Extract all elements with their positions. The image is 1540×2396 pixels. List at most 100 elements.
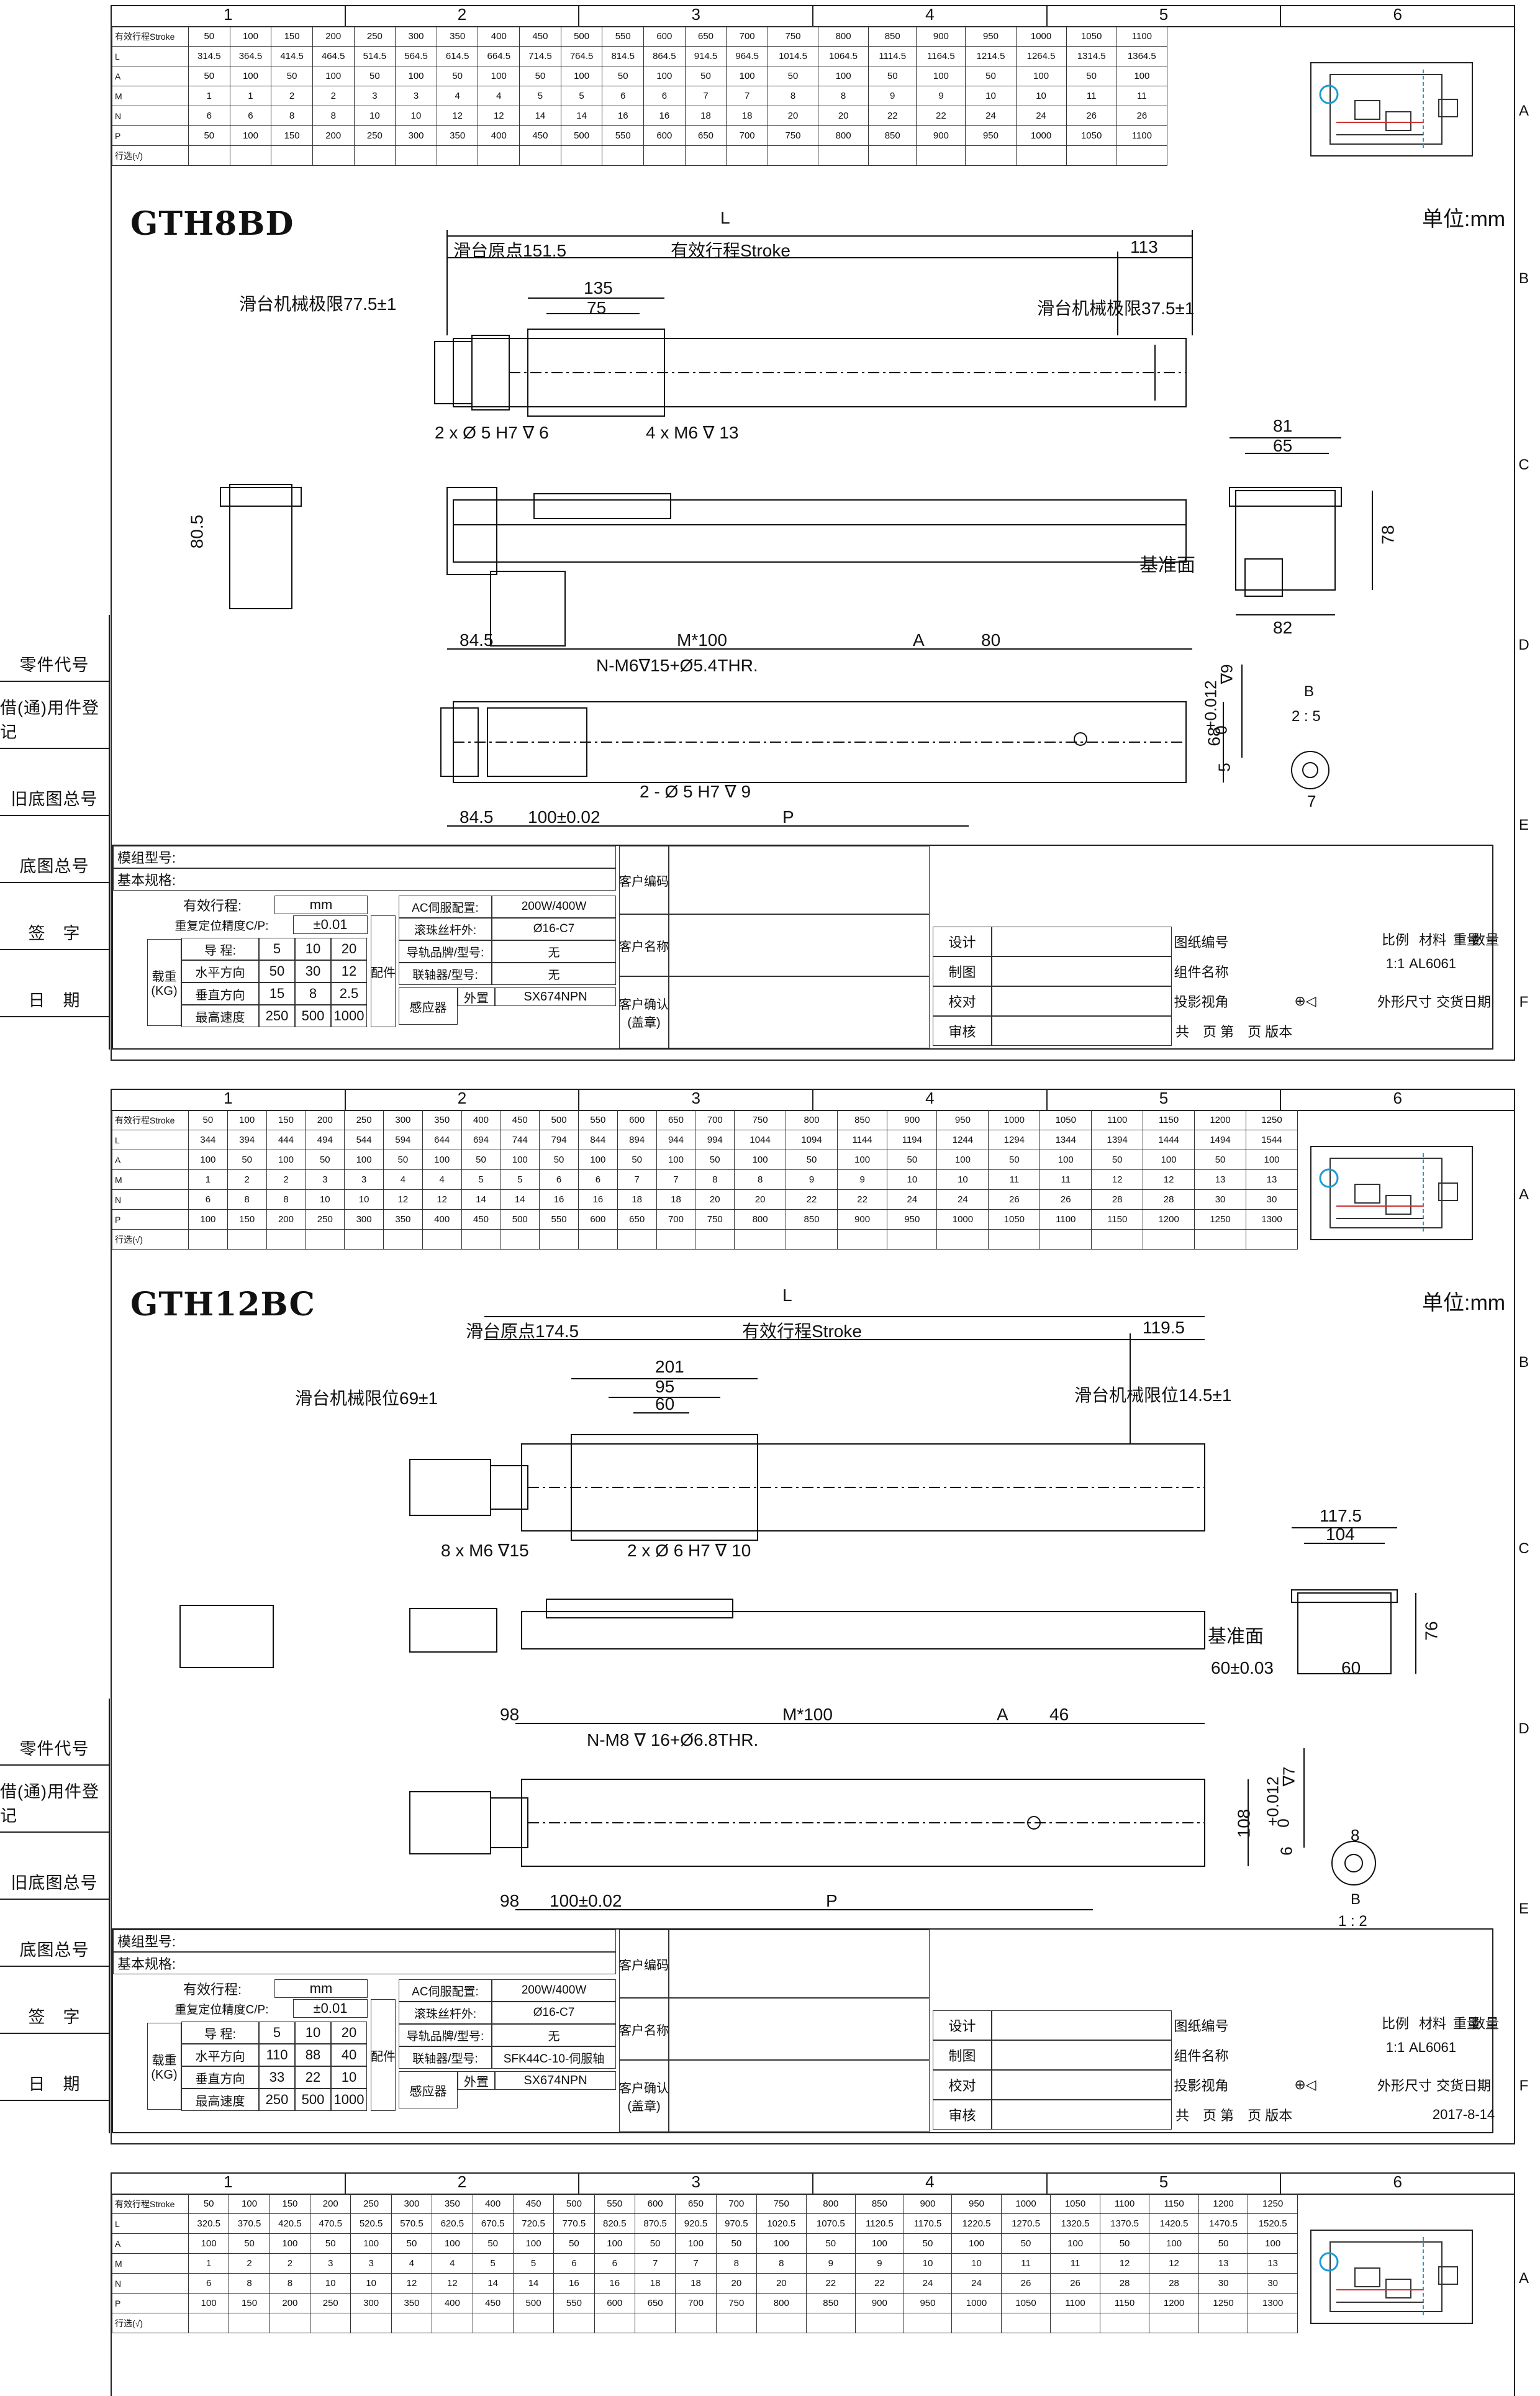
spec-cell: 1250 [1246,1110,1298,1130]
spec-cell: 464.5 [312,46,355,66]
spec-cell[interactable] [1116,145,1168,166]
load-value: 40 [331,2044,367,2066]
spec-cell[interactable] [887,1229,938,1250]
spec-cell[interactable] [684,145,727,166]
dim-m100: M*100 [782,1705,833,1724]
spec-cell[interactable] [695,1229,735,1250]
spec-cell[interactable] [269,2313,311,2333]
spec-row-label: P [112,2293,189,2313]
scale-value: 1:1 [1385,2040,1405,2055]
spec-cell[interactable] [512,2313,555,2333]
spec-cell: 50 [461,1150,501,1170]
spec-cell[interactable] [422,1229,462,1250]
spec-cell[interactable] [553,2313,595,2333]
spec-cell[interactable] [305,1229,345,1250]
spec-cell[interactable] [1198,2313,1249,2333]
spec-cell[interactable] [350,2313,392,2333]
spec-cell[interactable] [1015,145,1067,166]
spec-cell[interactable] [229,2313,270,2333]
spec-cell: 12 [1091,1169,1144,1190]
spec-cell[interactable] [478,145,520,166]
spec-cell[interactable] [1066,145,1117,166]
spec-cell[interactable] [936,1229,989,1250]
spec-cell[interactable] [383,1229,423,1250]
spec-cell[interactable] [312,145,355,166]
spec-cell: 200 [310,2194,351,2214]
spec-cell[interactable] [1091,1229,1144,1250]
spec-cell[interactable] [868,145,917,166]
spec-cell[interactable] [965,145,1017,166]
spec-cell[interactable] [500,1229,540,1250]
spec-cell[interactable] [1050,2313,1100,2333]
spec-cell[interactable] [675,2313,717,2333]
spec-cell[interactable] [271,145,313,166]
spec-cell[interactable] [594,2313,635,2333]
dim-a2: 80 [981,630,1001,650]
spec-cell[interactable] [1099,2313,1150,2333]
spec-cell: 11 [1050,2253,1100,2274]
spec-cell[interactable] [188,2313,230,2333]
spec-cell[interactable] [602,145,645,166]
spec-cell[interactable] [461,1229,501,1250]
sensor-ext: 外置 [458,2071,495,2090]
spec-cell[interactable] [344,1229,384,1250]
spec-cell: 900 [916,26,966,47]
col-label: 4 [812,5,1046,26]
spec-cell: 300 [344,1209,384,1230]
spec-cell: 18 [675,2273,717,2294]
spec-cell[interactable] [1143,1229,1195,1250]
spec-cell[interactable] [188,145,230,166]
spec-cell[interactable] [1149,2313,1199,2333]
spec-cell: 26 [1066,106,1117,126]
spec-cell[interactable] [855,2313,904,2333]
spec-cell: 650 [675,2194,717,2214]
spec-cell[interactable] [634,2313,676,2333]
spec-cell[interactable] [1246,1229,1298,1250]
spec-cell[interactable] [519,145,561,166]
spec-cell[interactable] [617,1229,657,1250]
spec-cell[interactable] [656,1229,696,1250]
spec-cell[interactable] [786,1229,838,1250]
spec-cell: 450 [512,2194,555,2214]
spec-cell[interactable] [353,145,396,166]
spec-cell[interactable] [1040,1229,1092,1250]
spec-cell[interactable] [395,145,437,166]
spec-cell[interactable] [1194,1229,1246,1250]
spec-cell[interactable] [726,145,768,166]
spec-cell[interactable] [266,1229,306,1250]
dim-width2: 95 [655,1377,675,1396]
spec-cell[interactable] [1000,2313,1051,2333]
spec-cell[interactable] [988,1229,1041,1250]
spec-cell[interactable] [903,2313,953,2333]
spec-cell[interactable] [818,145,869,166]
spec-cell: 550 [553,2293,595,2313]
spec-cell[interactable] [767,145,819,166]
spec-cell[interactable] [916,145,966,166]
spec-cell[interactable] [229,145,272,166]
spec-cell[interactable] [472,2313,514,2333]
spec-cell: 100 [643,66,686,86]
spec-cell[interactable] [188,1229,228,1250]
spec-cell[interactable] [310,2313,351,2333]
spec-cell[interactable] [432,2313,473,2333]
spec-cell: 100 [229,26,272,47]
spec-cell[interactable] [643,145,686,166]
spec-cell[interactable] [715,2313,758,2333]
spec-cell[interactable] [539,1229,579,1250]
spec-cell[interactable] [951,2313,1002,2333]
spec-cell: 500 [500,1209,540,1230]
spec-cell: 5 [472,2253,514,2274]
spec-cell[interactable] [391,2313,433,2333]
spec-cell[interactable] [836,1229,888,1250]
spec-cell[interactable] [227,1229,267,1250]
spec-cell[interactable] [756,2313,807,2333]
spec-cell[interactable] [1248,2313,1298,2333]
spec-cell[interactable] [805,2313,856,2333]
spec-cell[interactable] [734,1229,787,1250]
spec-cell[interactable] [560,145,603,166]
dim-holes1: 8 x M6 ∇15 [441,1541,529,1560]
spec-cell[interactable] [436,145,479,166]
spec-cell[interactable] [578,1229,618,1250]
